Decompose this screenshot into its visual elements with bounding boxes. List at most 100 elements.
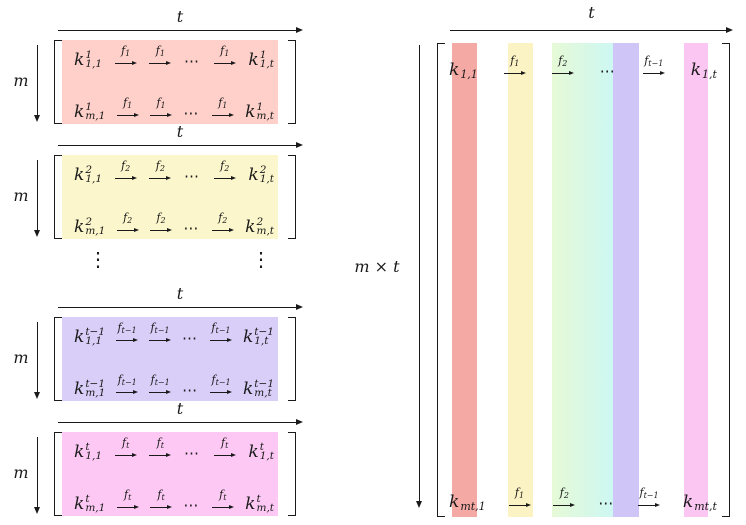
function-subscript: t−1 xyxy=(154,378,170,387)
arrow-function-label: ft xyxy=(124,489,131,503)
matrix-close-bracket xyxy=(288,432,296,516)
entry-subscript: 1,1 xyxy=(85,450,103,462)
labeled-arrow: f1 xyxy=(213,45,236,69)
entry-superscript: 2 xyxy=(256,215,264,228)
labeled-arrow: f1 xyxy=(211,97,234,121)
labeled-arrow: ft−1 xyxy=(148,322,171,346)
rightwards-arrow-icon xyxy=(642,69,665,79)
function-subscript: t−1 xyxy=(154,326,170,335)
entry-superscript: t xyxy=(85,492,90,505)
entry-base: k xyxy=(690,59,702,80)
t-dimension-label: t xyxy=(588,3,595,22)
function-subscript: t xyxy=(225,441,229,450)
horizontal-ellipsis: ⋯ xyxy=(183,496,201,514)
labeled-arrow: ft xyxy=(211,489,234,513)
function-subscript: t−1 xyxy=(648,59,664,68)
labeled-arrow: ft xyxy=(114,437,137,461)
function-subscript: t xyxy=(126,441,130,450)
rightwards-arrow-icon xyxy=(148,336,171,346)
function-subscript: 2 xyxy=(563,491,569,500)
mt-dimension-arrow xyxy=(415,45,422,508)
entry-subscript: m,t xyxy=(254,387,272,399)
function-subscript: 2 xyxy=(159,164,165,173)
arrow-function-label: f2 xyxy=(121,160,130,174)
function-subscript: 2 xyxy=(160,216,166,225)
function-symbol: f xyxy=(559,486,564,499)
function-subscript: 1 xyxy=(125,49,131,58)
arrow-function-label: f1 xyxy=(218,97,227,111)
color-stripe-red xyxy=(452,43,477,517)
arrow-function-label: f2 xyxy=(156,212,165,226)
function-symbol: f xyxy=(117,321,122,334)
function-symbol: f xyxy=(156,211,161,224)
m-dimension-arrow xyxy=(33,322,40,399)
function-subscript: 2 xyxy=(222,216,228,225)
arrow-function-label: ft xyxy=(219,489,226,503)
t-dimension-arrow xyxy=(58,26,303,33)
arrow-function-label: ft−1 xyxy=(212,374,231,388)
labeled-arrow: f1 xyxy=(150,97,173,121)
labeled-arrow: f2 xyxy=(213,160,236,184)
labeled-arrow: f2 xyxy=(114,160,137,184)
rightwards-arrow-icon xyxy=(149,59,172,69)
function-subscript: 1 xyxy=(224,49,230,58)
t-dimension-label: t xyxy=(176,284,184,303)
rightwards-arrow-icon xyxy=(213,59,236,69)
entry-superscript: 1 xyxy=(259,48,267,61)
function-symbol: f xyxy=(218,96,223,109)
arrow-function-label: f1 xyxy=(510,55,519,69)
matrix-close-bracket xyxy=(288,317,296,401)
m-dimension-arrow xyxy=(33,45,40,122)
function-symbol: f xyxy=(121,159,126,172)
m-dimension-arrow xyxy=(33,160,40,237)
horizontal-ellipsis: ⋯ xyxy=(183,104,201,122)
entry-base: k xyxy=(74,101,85,122)
arrow-function-label: ft−1 xyxy=(644,55,663,69)
entry-subscript: 1,1 xyxy=(460,67,478,81)
entry-subscript: mt,1 xyxy=(460,499,486,513)
labeled-arrow: ft−1 xyxy=(638,487,661,511)
function-symbol: f xyxy=(117,373,122,386)
function-subscript: 2 xyxy=(224,164,230,173)
entry-superscript: t xyxy=(259,440,264,453)
labeled-arrow: f2 xyxy=(116,212,139,236)
color-stripe-purple xyxy=(613,43,639,517)
t-dimension-label: t xyxy=(176,399,184,418)
horizontal-ellipsis: ⋯ xyxy=(183,219,201,237)
function-symbol: f xyxy=(121,44,126,57)
m-dimension-arrow xyxy=(33,437,40,514)
entry-superscript: t−1 xyxy=(254,325,274,338)
arrow-function-label: f2 xyxy=(560,487,569,501)
labeled-arrow: f2 xyxy=(551,55,574,79)
function-symbol: f xyxy=(157,488,162,501)
horizontal-ellipsis: ⋯ xyxy=(184,444,202,462)
matrix-open-bracket xyxy=(437,43,445,517)
function-subscript: t xyxy=(128,493,132,502)
arrow-function-label: ft xyxy=(157,489,164,503)
entry-base: k xyxy=(74,164,85,185)
arrow-function-label: f1 xyxy=(121,45,130,59)
function-symbol: f xyxy=(124,488,129,501)
labeled-arrow: f1 xyxy=(508,487,531,511)
